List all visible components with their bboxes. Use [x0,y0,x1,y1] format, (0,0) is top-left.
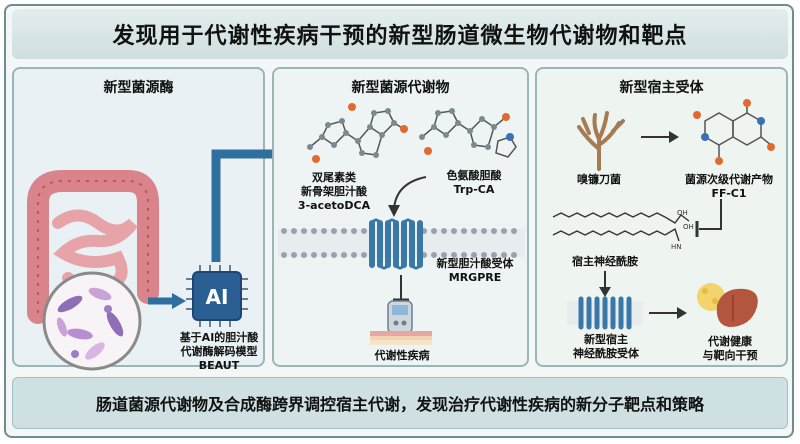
tissue-icon [370,331,432,345]
model-label-line1: 基于AI的胆汁酸 [179,331,259,344]
glucose-meter-icon [387,300,413,334]
arrow-receptor-to-outcome [649,307,687,319]
mrgpre-receptor-icon [369,218,423,270]
compound2-line1: 色氨酸胆酸 [446,169,502,182]
panel-enzymes: 新型菌源酶 AI 基于AI的胆汁酸 代谢酶解码模型 BE [12,67,265,372]
receptor-mrgpre-label: 新型胆汁酸受体 MRGPRE [420,257,530,285]
outcome-line2: 与靶向干预 [702,349,758,362]
compound2-label: 色氨酸胆酸 Trp-CA [424,169,524,197]
panel-enzymes-title: 新型菌源酶 [103,80,174,96]
model-label: 基于AI的胆汁酸 代谢酶解码模型 BEAUT [164,331,274,373]
svg-text:OH: OH [683,223,694,231]
panel-receptors-title: 新型宿主受体 [619,80,704,96]
compound1-line2: 新骨架胆汁酸 [301,185,367,198]
fungus-label: 嗅镰刀菌 [577,173,621,186]
outcome-line1: 代谢健康 [708,335,752,348]
arrow-lipid-to-receptor [599,271,611,297]
product-line2: FF-C1 [711,187,747,200]
ai-chip-icon: AI [186,265,248,327]
molecule-3-acetodca-icon [307,103,408,163]
host-receptor-line1: 新型宿主 [584,333,628,346]
model-label-line3: BEAUT [198,359,240,372]
ceramide-receptor-icon [567,296,643,330]
molecule-trp-ca-icon [419,108,517,158]
microbe-magnifier [42,271,142,371]
receptor-mrgpre-line1: 新型胆汁酸受体 [436,257,514,270]
panel-receptors: 新型宿主受体 嗅镰刀菌 菌源次级代谢产物 FF-C1 OH OH HN [535,67,788,367]
conclusion-text: 肠道菌源代谢物及合成酶跨界调控宿主代谢，发现治疗代谢性疾病的新分子靶点和策略 [95,395,704,414]
inhibit-bracket [695,199,722,237]
compound1-label: 双尾素类 新骨架胆汁酸 3-acetoDCA [274,171,394,213]
product-line1: 菌源次级代谢产物 [685,173,773,186]
outcome-label: 代谢健康 与靶向干预 [677,335,783,363]
inhibit-arrow-to-disease [393,275,409,302]
receptor-mrgpre-line2: MRGPRE [448,271,502,284]
conclusion-bar: 肠道菌源代谢物及合成酶跨界调控宿主代谢，发现治疗代谢性疾病的新分子靶点和策略 [12,377,788,429]
liver-food-icon [697,283,758,327]
arrow-fungus-to-product [641,131,679,143]
compound2-line2: Trp-CA [453,183,495,196]
arrow-trpca-to-receptor [388,176,427,217]
ceramide-lipid-icon: OH OH HN [552,209,694,251]
compound1-line3: 3-acetoDCA [297,199,371,212]
panel-metabolites-title: 新型菌源代谢物 [351,80,450,96]
chip-label: AI [206,285,229,309]
figure-title: 发现用于代谢性疾病干预的新型肠道微生物代谢物和靶点 [112,24,688,49]
arrow-to-chip [148,293,186,309]
svg-text:HN: HN [671,243,682,251]
panel-metabolites: 新型菌源代谢物 双尾素类 [272,67,529,367]
product-label: 菌源次级代谢产物 FF-C1 [671,173,787,201]
disease-label: 代谢性疾病 [374,349,430,362]
lipid-label: 宿主神经酰胺 [572,255,638,268]
host-receptor-line2: 神经酰胺受体 [573,347,639,360]
ffc1-molecule-icon [693,99,775,165]
compound1-line1: 双尾素类 [312,171,356,184]
svg-text:OH: OH [677,209,688,217]
title-bar: 发现用于代谢性疾病干预的新型肠道微生物代谢物和靶点 [12,9,788,59]
model-label-line2: 代谢酶解码模型 [180,345,258,358]
fungus-icon [577,111,625,171]
host-receptor-label: 新型宿主 神经酰胺受体 [551,333,661,361]
